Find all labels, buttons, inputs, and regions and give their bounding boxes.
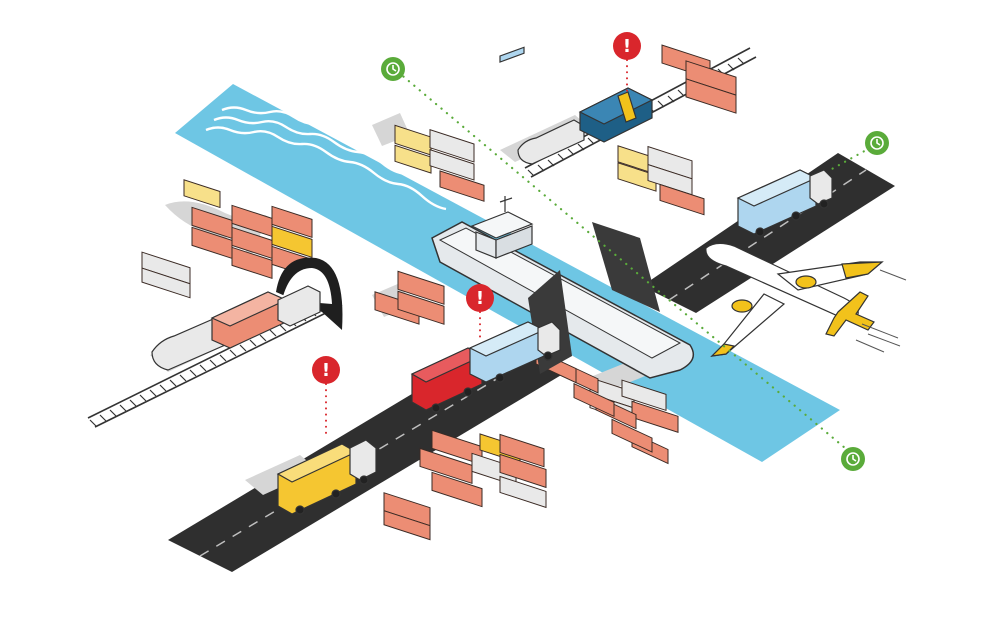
truck-cab: [537, 321, 561, 357]
container-stack-grey-left: [141, 251, 191, 299]
cargo-plane: [705, 242, 907, 357]
alert-marker-train[interactable]: !: [613, 32, 641, 60]
plane-fuselage: [705, 242, 859, 319]
alert-leaders: [325, 59, 628, 439]
container-stack-top-right: [661, 44, 737, 114]
alert-marker-truck[interactable]: !: [312, 356, 340, 384]
container-stack-center-left: [374, 270, 445, 325]
alert-marker-ship[interactable]: !: [466, 284, 494, 312]
bridge-gate-right: [592, 222, 660, 312]
route-lines: [396, 70, 872, 450]
upper-train: [517, 87, 654, 165]
truck-yellow: [276, 439, 377, 515]
container-stack-bottom-center: [383, 429, 547, 541]
freight-train: [151, 285, 321, 371]
exclamation-icon: !: [476, 288, 484, 309]
exclamation-icon: !: [322, 360, 330, 381]
plane-engine: [731, 299, 753, 313]
plane-tail: [825, 291, 875, 337]
checkpoint-right[interactable]: [865, 131, 889, 155]
alert-badge: [466, 284, 494, 312]
plane-engine: [795, 275, 817, 289]
truck-cab: [349, 439, 377, 481]
truck-cab: [809, 169, 833, 205]
exclamation-icon: !: [623, 36, 631, 57]
container-stack-top-left: [183, 179, 313, 280]
route-line: [828, 146, 872, 172]
plane-wing-upper-accent: [841, 261, 884, 279]
truck-blue: [736, 169, 833, 237]
checkpoint-bottom-right[interactable]: [841, 447, 865, 471]
locomotive-stripe: [617, 91, 637, 123]
speed-lines: [855, 269, 907, 353]
container-stack-center-right: [617, 145, 705, 216]
alert-badge: [613, 32, 641, 60]
checkpoint-top-left[interactable]: [381, 57, 405, 81]
route-line: [396, 70, 847, 450]
locomotive-front: [277, 285, 321, 327]
clock-icon: [846, 452, 860, 466]
ship-bridge: [470, 46, 534, 259]
alert-badge: [312, 356, 340, 384]
road-marking: [668, 169, 867, 301]
clock-icon: [870, 136, 884, 150]
clock-icon: [386, 62, 400, 76]
plane-wing-lower-accent: [710, 343, 736, 357]
truck-red-blue: [410, 321, 561, 413]
container-stack-top-center: [394, 124, 485, 202]
